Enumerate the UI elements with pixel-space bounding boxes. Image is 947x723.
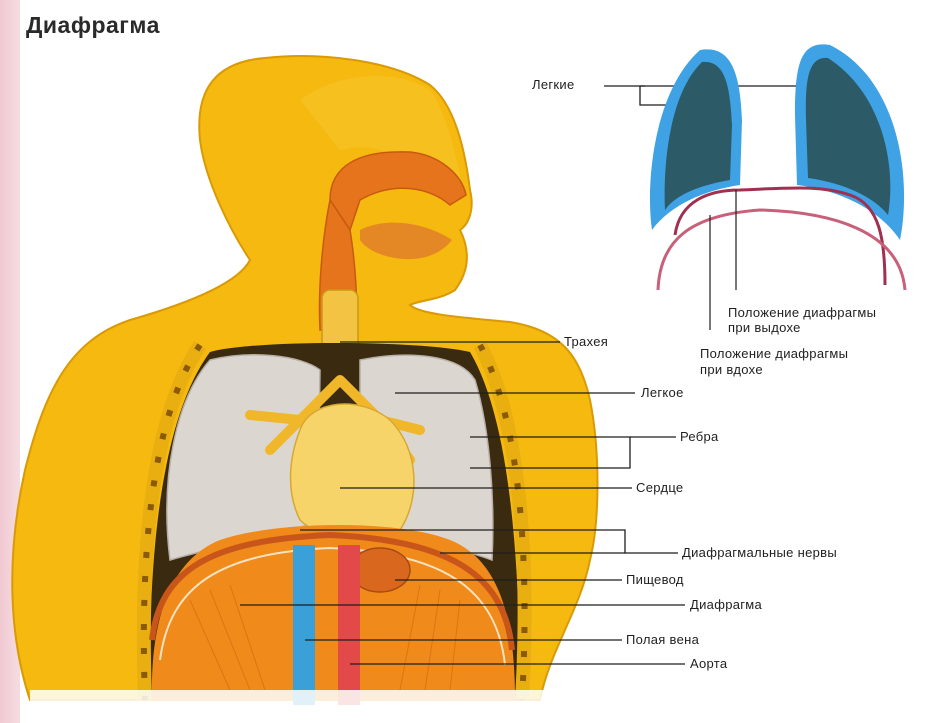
vena-cava-vessel [293,545,315,705]
label-diaphragm: Диафрагма [690,598,762,612]
label-ribs: Ребра [680,430,719,444]
abdomen [152,525,515,700]
bottom-fade [30,690,550,723]
inset-diaphragm-inhale [658,210,905,290]
label-esophagus: Пищевод [626,573,684,587]
label-phrenic-nerves: Диафрагмальные нервы [682,546,837,560]
inhale-label-1: Положение диафрагмы [700,347,848,361]
inset-diaphragm-exhale [675,188,885,285]
label-aorta: Аорта [690,657,727,671]
label-lung: Легкое [641,386,684,400]
diagram-title: Диафрагма [26,12,160,39]
aorta-vessel [338,545,360,705]
label-vena-cava: Полая вена [626,633,699,647]
inhale-label-2: при вдохе [700,363,763,377]
inset-lungs-label: Легкие [532,78,574,92]
inset-lungs [650,44,905,330]
exhale-label-2: при выдохе [728,321,801,335]
label-trachea: Трахея [564,335,608,349]
label-heart: Сердце [636,481,683,495]
exhale-label-1: Положение диафрагмы [728,306,876,320]
